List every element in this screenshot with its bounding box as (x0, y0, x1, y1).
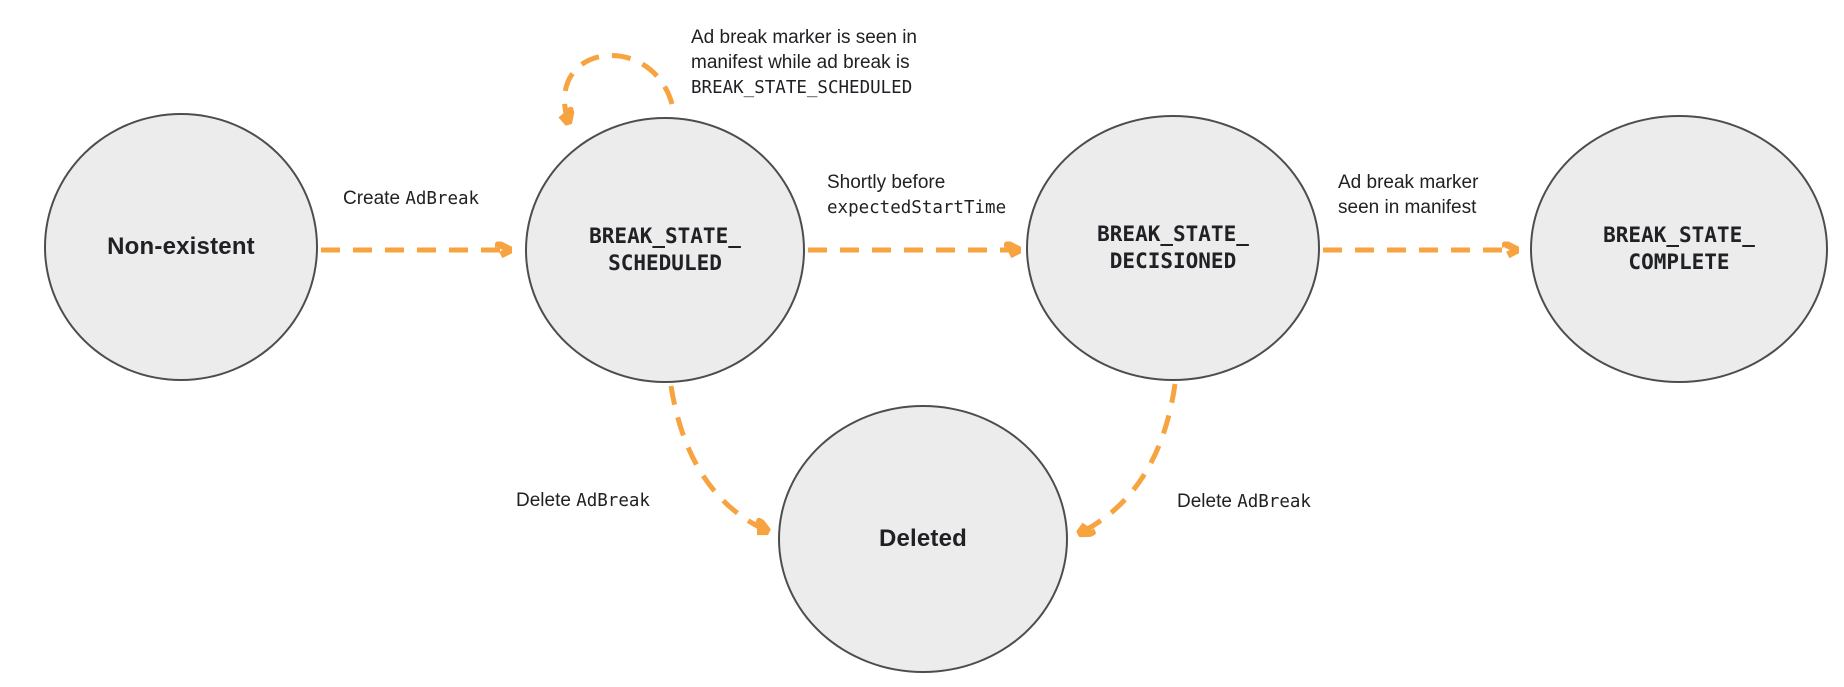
state-label: Deleted (878, 525, 968, 552)
state-deleted: Deleted (778, 405, 1068, 673)
state-break-state-decisioned: BREAK_STATE_ DECISIONED (1026, 115, 1320, 381)
edge-label-delete-adbreak-right: Delete AdBreak (1177, 491, 1311, 512)
edge-label-create-adbreak: Create AdBreak (343, 188, 480, 209)
state-label: BREAK_STATE_ COMPLETE (1603, 223, 1755, 274)
state-label: BREAK_STATE_ SCHEDULED (589, 224, 741, 275)
edge-delete-from-decisioned-arrow (1084, 383, 1178, 531)
edge-label-marker-seen: Ad break marker seen in manifest (1338, 172, 1479, 218)
edge-self-loop-arrow (564, 53, 675, 118)
state-label: BREAK_STATE_ DECISIONED (1097, 222, 1249, 273)
edge-label-delete-adbreak-left: Delete AdBreak (516, 490, 650, 511)
edge-delete-from-scheduled-arrow (668, 385, 763, 529)
state-non-existent: Non-existent (44, 113, 318, 381)
state-label: Non-existent (107, 233, 255, 260)
state-break-state-scheduled: BREAK_STATE_ SCHEDULED (525, 117, 805, 383)
edge-label-self-loop: Ad break marker is seen in manifest whil… (691, 27, 917, 98)
state-break-state-complete: BREAK_STATE_ COMPLETE (1530, 115, 1828, 383)
edge-label-shortly-before: Shortly before expectedStartTime (827, 172, 1007, 218)
